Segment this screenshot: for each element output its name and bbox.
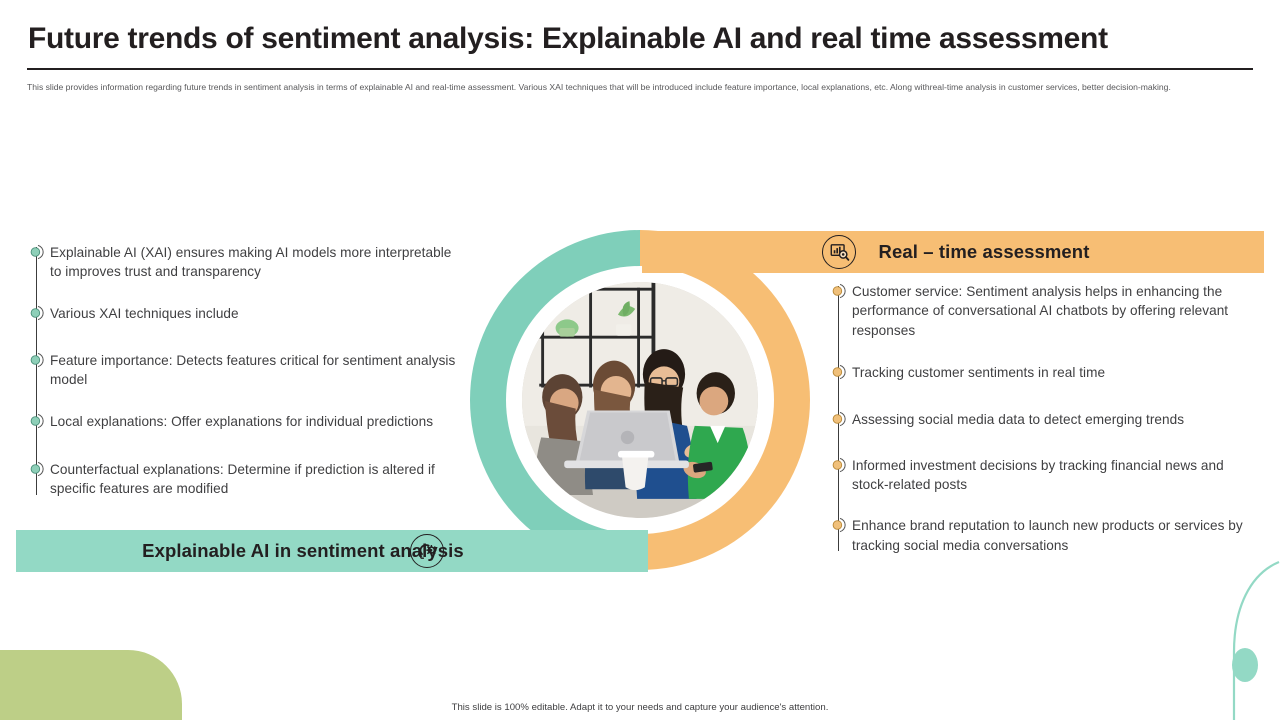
title-divider [27, 68, 1253, 70]
list-item-text: Feature importance: Detects features cri… [50, 352, 456, 387]
center-graphic [470, 230, 810, 570]
list-item[interactable]: Enhance brand reputation to launch new p… [828, 516, 1264, 555]
list-item[interactable]: Local explanations: Offer explanations f… [26, 412, 466, 436]
list-item[interactable]: Informed investment decisions by trackin… [828, 456, 1264, 495]
head-gear-icon [410, 534, 444, 568]
left-spine-line [36, 247, 38, 495]
list-item-text: Tracking customer sentiments in real tim… [852, 364, 1106, 380]
list-item[interactable]: Explainable AI (XAI) ensures making AI m… [26, 243, 466, 282]
list-item-text: Assessing social media data to detect em… [852, 411, 1185, 427]
page-title: Future trends of sentiment analysis: Exp… [28, 22, 1108, 55]
page-subtitle: This slide provides information regardin… [27, 82, 1171, 92]
bullet-marker-icon [28, 460, 46, 478]
list-item-text: Counterfactual explanations: Determine i… [50, 462, 435, 497]
chart-magnifier-icon-glyph [830, 243, 849, 261]
right-bullet-list: Customer service: Sentiment analysis hel… [828, 282, 1264, 555]
bullet-marker-icon [830, 516, 848, 534]
title-bar: Future trends of sentiment analysis: Exp… [0, 22, 1280, 57]
left-bullet-list: Explainable AI (XAI) ensures making AI m… [26, 243, 466, 499]
bullet-marker-icon [28, 351, 46, 369]
list-item-text: Customer service: Sentiment analysis hel… [852, 284, 1229, 338]
list-item-text: Informed investment decisions by trackin… [852, 457, 1224, 493]
curve-dot-decoration [1232, 648, 1258, 682]
bullet-marker-icon [830, 410, 848, 428]
left-banner-label: Explainable AI in sentiment analysis [142, 540, 464, 561]
bullet-marker-icon [28, 304, 46, 322]
chart-magnifier-icon [822, 235, 856, 269]
list-item-text: Various XAI techniques include [50, 305, 239, 321]
bullet-marker-icon [830, 456, 848, 474]
bullet-marker-icon [830, 282, 848, 300]
left-panel-banner[interactable]: Explainable AI in sentiment analysis [16, 530, 648, 572]
head-gear-icon-glyph [419, 543, 436, 559]
list-item-text: Local explanations: Offer explanations f… [50, 414, 434, 430]
right-banner-label: Real – time assessment [878, 241, 1090, 262]
team-photo [517, 277, 763, 523]
olive-blob-decoration [0, 650, 182, 720]
bullet-marker-icon [28, 412, 46, 430]
list-item-text: Explainable AI (XAI) ensures making AI m… [50, 245, 452, 280]
list-item[interactable]: Counterfactual explanations: Determine i… [26, 460, 466, 499]
list-item[interactable]: Assessing social media data to detect em… [828, 410, 1264, 434]
footer-note: This slide is 100% editable. Adapt it to… [451, 702, 829, 713]
list-item-text: Enhance brand reputation to launch new p… [852, 518, 1243, 553]
team-photo-illustration [522, 282, 758, 518]
bullet-marker-icon [830, 363, 848, 381]
list-item[interactable]: Feature importance: Detects features cri… [26, 351, 466, 390]
right-curve-decoration [1232, 560, 1280, 720]
list-item[interactable]: Various XAI techniques include [26, 304, 466, 328]
list-item[interactable]: Tracking customer sentiments in real tim… [828, 363, 1264, 387]
list-item[interactable]: Customer service: Sentiment analysis hel… [828, 282, 1264, 340]
bullet-marker-icon [28, 243, 46, 261]
right-panel-banner[interactable]: Real – time assessment [642, 231, 1264, 273]
